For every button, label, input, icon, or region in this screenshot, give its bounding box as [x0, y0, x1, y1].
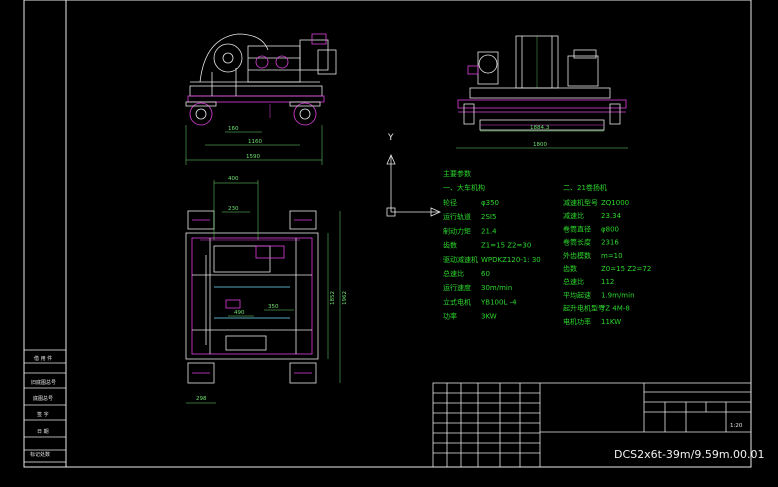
param-label: 齿数 — [443, 241, 457, 250]
param-value: 23.34 — [601, 212, 622, 220]
dim-plan-height-inner: 1852 — [330, 291, 336, 305]
param-label: 功率 — [443, 312, 457, 321]
dim-plan-inner: 230 — [228, 206, 239, 212]
notes-left-title: 一、大车机构 — [443, 183, 485, 192]
param-label: 外齿模数 — [563, 251, 591, 260]
notes-header: 主要参数 — [443, 169, 471, 178]
param-label: 平均起速 — [563, 290, 591, 299]
param-value: φ350 — [481, 199, 499, 207]
param-label: 制动力矩 — [443, 226, 471, 235]
param-value: 2SI5 — [481, 213, 496, 221]
ucs-y-label: Y — [387, 133, 394, 143]
side-table — [23, 349, 67, 463]
technical-notes: 主要参数 一、大车机构 二、21卷扬机 — [443, 169, 607, 192]
param-value: 60 — [481, 270, 490, 278]
side-table-row: 日 期 — [37, 429, 49, 435]
param-value: ZQ1000 — [601, 199, 629, 207]
param-label: 卷筒直径 — [563, 224, 591, 233]
side-table-row: 借 用 件 — [34, 355, 52, 362]
notes-right-title: 二、21卷扬机 — [563, 183, 607, 192]
dim-front-overall: 1590 — [246, 154, 260, 160]
param-label: 总速比 — [443, 269, 464, 278]
plan-view — [185, 180, 341, 404]
param-value: 112 — [601, 278, 614, 286]
dim-plan-right: 350 — [268, 304, 279, 310]
param-value: YZ 4M-8 — [600, 305, 630, 313]
param-label: 运行速度 — [443, 283, 471, 292]
scale-label: 1:20 — [730, 423, 743, 429]
param-value: YB100L -4 — [480, 298, 517, 306]
outer-frame — [23, 0, 752, 468]
ucs-icon — [386, 154, 441, 217]
param-value: φ800 — [601, 225, 619, 233]
drawing-number: DCS2x6t-39m/9.59m.00.01 — [614, 448, 765, 461]
dim-plan-mid: 490 — [234, 310, 245, 316]
param-label: 驱动减速机 — [443, 255, 478, 264]
front-view — [185, 33, 337, 165]
dim-front-inner: 1160 — [248, 139, 262, 145]
side-table-row: 标记处数 — [30, 451, 50, 458]
param-label: 电机功率 — [563, 317, 591, 326]
param-label: 总速比 — [563, 277, 584, 286]
dim-side-overall: 1800 — [533, 142, 547, 148]
param-value: m=10 — [601, 252, 623, 260]
param-label: 起升电机型号 — [563, 304, 605, 313]
param-value: 30m/min — [481, 284, 512, 292]
param-value: 3KW — [481, 313, 497, 321]
param-label: 减速机型号 — [563, 198, 598, 207]
dim-plan-height-outer: 1962 — [342, 291, 348, 305]
param-label: 立式电机 — [443, 297, 471, 306]
side-view — [456, 35, 628, 149]
param-value: Z0=15 Z2=72 — [601, 265, 651, 273]
param-value: 11KW — [601, 318, 621, 326]
param-value: 21.4 — [481, 227, 497, 235]
dim-front-small: 160 — [228, 126, 239, 132]
dim-plan-top: 400 — [228, 176, 239, 182]
param-label: 卷筒长度 — [563, 238, 591, 247]
inner-frame — [65, 0, 752, 468]
param-value: Z1=15 Z2=30 — [481, 242, 531, 250]
side-table-row: 签 字 — [37, 411, 49, 418]
notes-left-list: 轮径 φ350 运行轨道 2SI5 制动力矩 21.4 齿数 Z1=15 Z2=30驱动减速机… — [443, 198, 541, 321]
param-label: 减速比 — [563, 211, 584, 220]
side-table-row: 旧底图总号 — [31, 379, 56, 386]
param-value: 2316 — [601, 239, 619, 247]
title-block — [432, 382, 752, 468]
param-label: 运行轨道 — [443, 212, 471, 221]
side-table-row: 底图总号 — [33, 395, 53, 402]
param-label: 齿数 — [563, 264, 577, 273]
dim-plan-bottom: 298 — [196, 396, 207, 402]
dim-side-inner: 1884.3 — [530, 125, 550, 131]
param-value: WPDKZ120-1: 30 — [481, 256, 541, 264]
param-value: 1.9m/min — [601, 291, 635, 299]
param-label: 轮径 — [443, 198, 457, 207]
